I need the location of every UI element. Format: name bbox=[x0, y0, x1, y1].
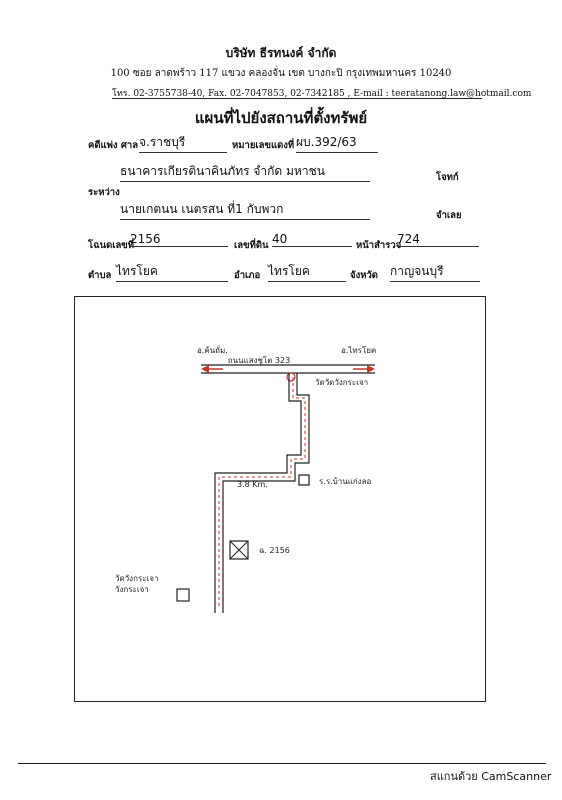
footer-divider bbox=[18, 763, 546, 764]
side-road-right-edge bbox=[222, 373, 310, 613]
survey-value: 724 bbox=[397, 232, 479, 247]
district-value: ไทรโยค bbox=[268, 262, 346, 282]
document-title: แผนที่ไปยังสถานที่ตั้งทรัพย์ bbox=[194, 109, 368, 127]
other-temple-marker-icon bbox=[176, 588, 190, 602]
defendant-label: จำเลย bbox=[436, 210, 462, 221]
road-name: ถนนแสงชูโต 323 bbox=[228, 355, 290, 366]
header-divider bbox=[112, 98, 482, 99]
case-no-label: หมายเลขแดงที่ bbox=[232, 140, 295, 151]
map-frame: ถนนแสงชูโต 323 อ.ค้นถั่ม. อ.ไทรโยค วัดวั… bbox=[74, 296, 486, 702]
school-label: ร.ร.บ้านแก่งลอ bbox=[319, 477, 372, 486]
route-path bbox=[218, 377, 306, 609]
defendant-value: นายเกตนน เนตรสน ที่1 กับพวก bbox=[120, 200, 370, 220]
district-label: อำเภอ bbox=[234, 270, 261, 281]
between-label: ระหว่าง bbox=[88, 187, 120, 198]
court-value: จ.ราชบุรี bbox=[139, 133, 227, 153]
subdistrict-label: ตำบล bbox=[88, 270, 112, 281]
court-label: คดีแพ่ง ศาล bbox=[88, 140, 139, 151]
distance-label: 3.8 Km. bbox=[237, 480, 268, 489]
subdistrict-value: ไทรโยค bbox=[116, 262, 228, 282]
land-no-value: 40 bbox=[272, 232, 352, 247]
plot-marker-icon bbox=[229, 540, 249, 560]
plot-label: ฉ. 2156 bbox=[259, 546, 290, 555]
temple-marker-icon bbox=[286, 372, 296, 382]
arrow-right-icon bbox=[367, 365, 375, 373]
company-contact: โทร. 02-3755738-40, Fax. 02-7047853, 02-… bbox=[112, 89, 532, 99]
case-no-value: ผบ.392/63 bbox=[296, 133, 378, 153]
other-temple-label-2: วังกระเจา bbox=[115, 585, 149, 594]
deed-no-value: 2156 bbox=[130, 232, 228, 247]
plaintiff-value: ธนาคารเกียรตินาคินภัทร จำกัด มหาชน bbox=[120, 162, 370, 182]
plaintiff-label: โจทก์ bbox=[436, 172, 459, 183]
province-label: จังหวัด bbox=[350, 270, 378, 281]
school-marker-icon bbox=[298, 474, 310, 486]
right-direction-label: อ.ไทรโยค bbox=[341, 345, 376, 355]
deed-no-label: โฉนดเลขที่ bbox=[88, 240, 135, 251]
temple-label: วัดวัดวังกระเจา bbox=[315, 378, 368, 387]
province-value: กาญจนบุรี bbox=[390, 262, 480, 282]
side-road-left-edge bbox=[214, 373, 302, 613]
survey-label: หน้าสำรวจ bbox=[356, 240, 402, 251]
left-direction-label: อ.ค้นถั่ม. bbox=[197, 344, 228, 355]
location-map: ถนนแสงชูโต 323 อ.ค้นถั่ม. อ.ไทรโยค วัดวั… bbox=[115, 344, 376, 613]
land-no-label: เลขที่ดิน bbox=[234, 240, 269, 251]
arrow-left-icon bbox=[201, 365, 209, 373]
other-temple-label-1: วัดวังกระเจา bbox=[115, 574, 158, 583]
company-address: 100 ซอย ลาดพร้าว 117 แขวง คลองจั่น เขต บ… bbox=[110, 68, 452, 79]
scanner-watermark: สแกนด้วย CamScanner bbox=[430, 770, 552, 783]
company-name: บริษัท ธีรทนงค์ จำกัด bbox=[225, 46, 337, 60]
plot-cross-b bbox=[229, 540, 249, 560]
